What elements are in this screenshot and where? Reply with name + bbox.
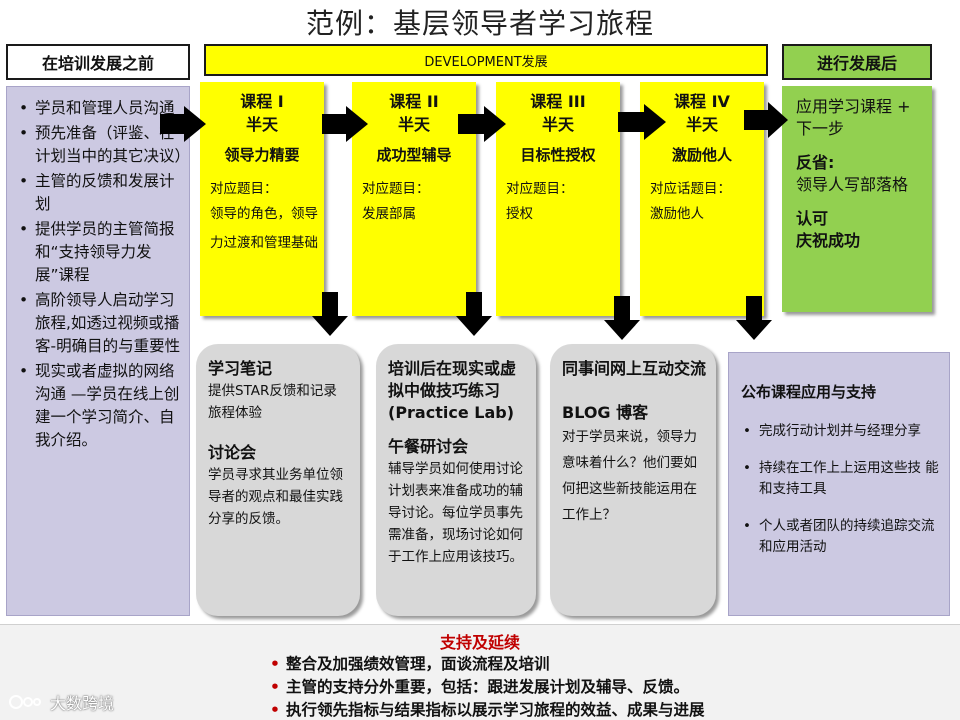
- course-number: 课程 II: [389, 92, 439, 111]
- watermark: 大数跨境: [8, 690, 114, 714]
- course-topic: 授权: [506, 206, 533, 222]
- watermark-logo-icon: [9, 695, 41, 709]
- after-recognition-heading: 认可: [796, 209, 829, 228]
- continuation-item: 主管的支持分外重要，包括：跟进发展计划及辅导、反馈。: [268, 676, 705, 699]
- continuation-item: 执行领先指标与结果指标以展示学习旅程的效益、成果与进展: [268, 699, 705, 720]
- support-item: 持续在工作上上运用这些技 能和支持工具: [741, 458, 941, 500]
- header-development: DEVELOPMENT发展: [204, 44, 768, 76]
- before-item: 主管的反馈和发展计划: [17, 170, 185, 216]
- header-after-development: 进行发展后: [782, 44, 932, 80]
- course-1-box: 课程 I 半天 领导力精要 对应题目： 领导的角色，领导力过渡和管理基础: [200, 82, 324, 316]
- activity-heading: 午餐研讨会: [388, 437, 469, 456]
- after-recognition-text: 庆祝成功: [796, 231, 861, 250]
- course-duration: 半天: [685, 115, 718, 134]
- course-topic: 激励他人: [650, 206, 704, 222]
- before-training-panel: 学员和管理人员沟通 预先准备（评鉴、在计划当中的其它决议） 主管的反馈和发展计划…: [6, 86, 190, 616]
- before-item: 现实或者虚拟的网络沟通 —学员在线上创建一个学习简介、自我介绍。: [17, 360, 185, 452]
- before-item: 提供学员的主管简报和“支持领导力发展”课程: [17, 218, 185, 287]
- course-2-box: 课程 II 半天 成功型辅导 对应题目： 发展部属: [352, 82, 476, 316]
- after-reflect-heading: 反省:: [796, 153, 835, 172]
- course-number: 课程 I: [240, 92, 284, 111]
- before-item: 高阶领导人启动学习旅程,如透过视频或播客-明确目的与重要性: [17, 289, 185, 358]
- support-continuation-section: 支持及延续 整合及加强绩效管理，面谈流程及培训 主管的支持分外重要，包括：跟进发…: [0, 624, 960, 720]
- course-topic-label: 对应题目：: [210, 181, 278, 197]
- course-duration: 半天: [245, 115, 278, 134]
- activity-text: 提供STAR反馈和记录旅程体验: [208, 383, 337, 421]
- support-item: 完成行动计划并与经理分享: [741, 421, 941, 442]
- before-item: 预先准备（评鉴、在计划当中的其它决议）: [17, 122, 190, 168]
- course-topic-label: 对应题目：: [362, 181, 430, 197]
- course-3-box: 课程 III 半天 目标性授权 对应题目： 授权: [496, 82, 620, 316]
- activity-heading: 同事间网上互动交流: [562, 359, 707, 378]
- activity-box-online: 同事间网上互动交流 BLOG 博客 对于学员来说，领导力意味着什么？他们要如何把…: [550, 344, 716, 616]
- continuation-item: 整合及加强绩效管理，面谈流程及培训: [268, 653, 705, 676]
- activity-heading: BLOG 博客: [562, 403, 649, 422]
- header-before-training: 在培训发展之前: [6, 44, 190, 80]
- activity-box-practice: 培训后在现实或虚拟中做技巧练习 (Practice Lab) 午餐研讨会 辅导学…: [376, 344, 536, 616]
- after-development-box: 应用学习课程 + 下一步 反省: 领导人写部落格 认可 庆祝成功: [782, 86, 932, 312]
- before-item: 学员和管理人员沟通: [17, 97, 185, 120]
- activity-heading: 学习笔记: [208, 359, 273, 378]
- page-title: 范例：基层领导者学习旅程: [305, 7, 654, 40]
- support-item: 个人或者团队的持续追踪交流和应用活动: [741, 516, 941, 558]
- course-topic-label: 对应题目：: [506, 181, 574, 197]
- activity-heading: 培训后在现实或虚拟中做技巧练习 (Practice Lab): [388, 359, 517, 422]
- course-number: 课程 IV: [674, 92, 730, 111]
- after-apply-text: 应用学习课程 + 下一步: [796, 97, 911, 138]
- course-topic: 领导的角色，领导力过渡和管理基础: [210, 206, 318, 251]
- course-duration: 半天: [541, 115, 574, 134]
- course-name: 成功型辅导: [376, 146, 452, 164]
- course-duration: 半天: [397, 115, 430, 134]
- application-support-heading: 公布课程应用与支持: [741, 383, 877, 401]
- activity-box-notes: 学习笔记 提供STAR反馈和记录旅程体验 讨论会 学员寻求其业务单位领导者的观点…: [196, 344, 360, 616]
- activity-text: 对于学员来说，领导力意味着什么？他们要如何把这些新技能运用在工作上？: [562, 429, 697, 523]
- activity-text: 辅导学员如何使用讨论计划表来准备成功的辅导讨论。每位学员事先需准备，现场讨论如何…: [388, 461, 523, 565]
- course-name: 目标性授权: [520, 146, 596, 164]
- activity-text: 学员寻求其业务单位领导者的观点和最佳实践分享的反馈。: [208, 467, 343, 527]
- application-support-panel: 公布课程应用与支持 完成行动计划并与经理分享 持续在工作上上运用这些技 能和支持…: [728, 352, 950, 616]
- activity-heading: 讨论会: [208, 443, 257, 462]
- course-number: 课程 III: [530, 92, 586, 111]
- watermark-text: 大数跨境: [50, 694, 115, 713]
- course-name: 激励他人: [671, 146, 732, 164]
- support-continuation-heading: 支持及延续: [439, 633, 520, 652]
- course-topic-label: 对应话题目：: [650, 181, 731, 197]
- course-topic: 发展部属: [362, 206, 416, 222]
- after-reflect-text: 领导人写部落格: [796, 175, 909, 194]
- course-4-box: 课程 IV 半天 激励他人 对应话题目： 激励他人: [640, 82, 764, 316]
- course-name: 领导力精要: [224, 146, 300, 164]
